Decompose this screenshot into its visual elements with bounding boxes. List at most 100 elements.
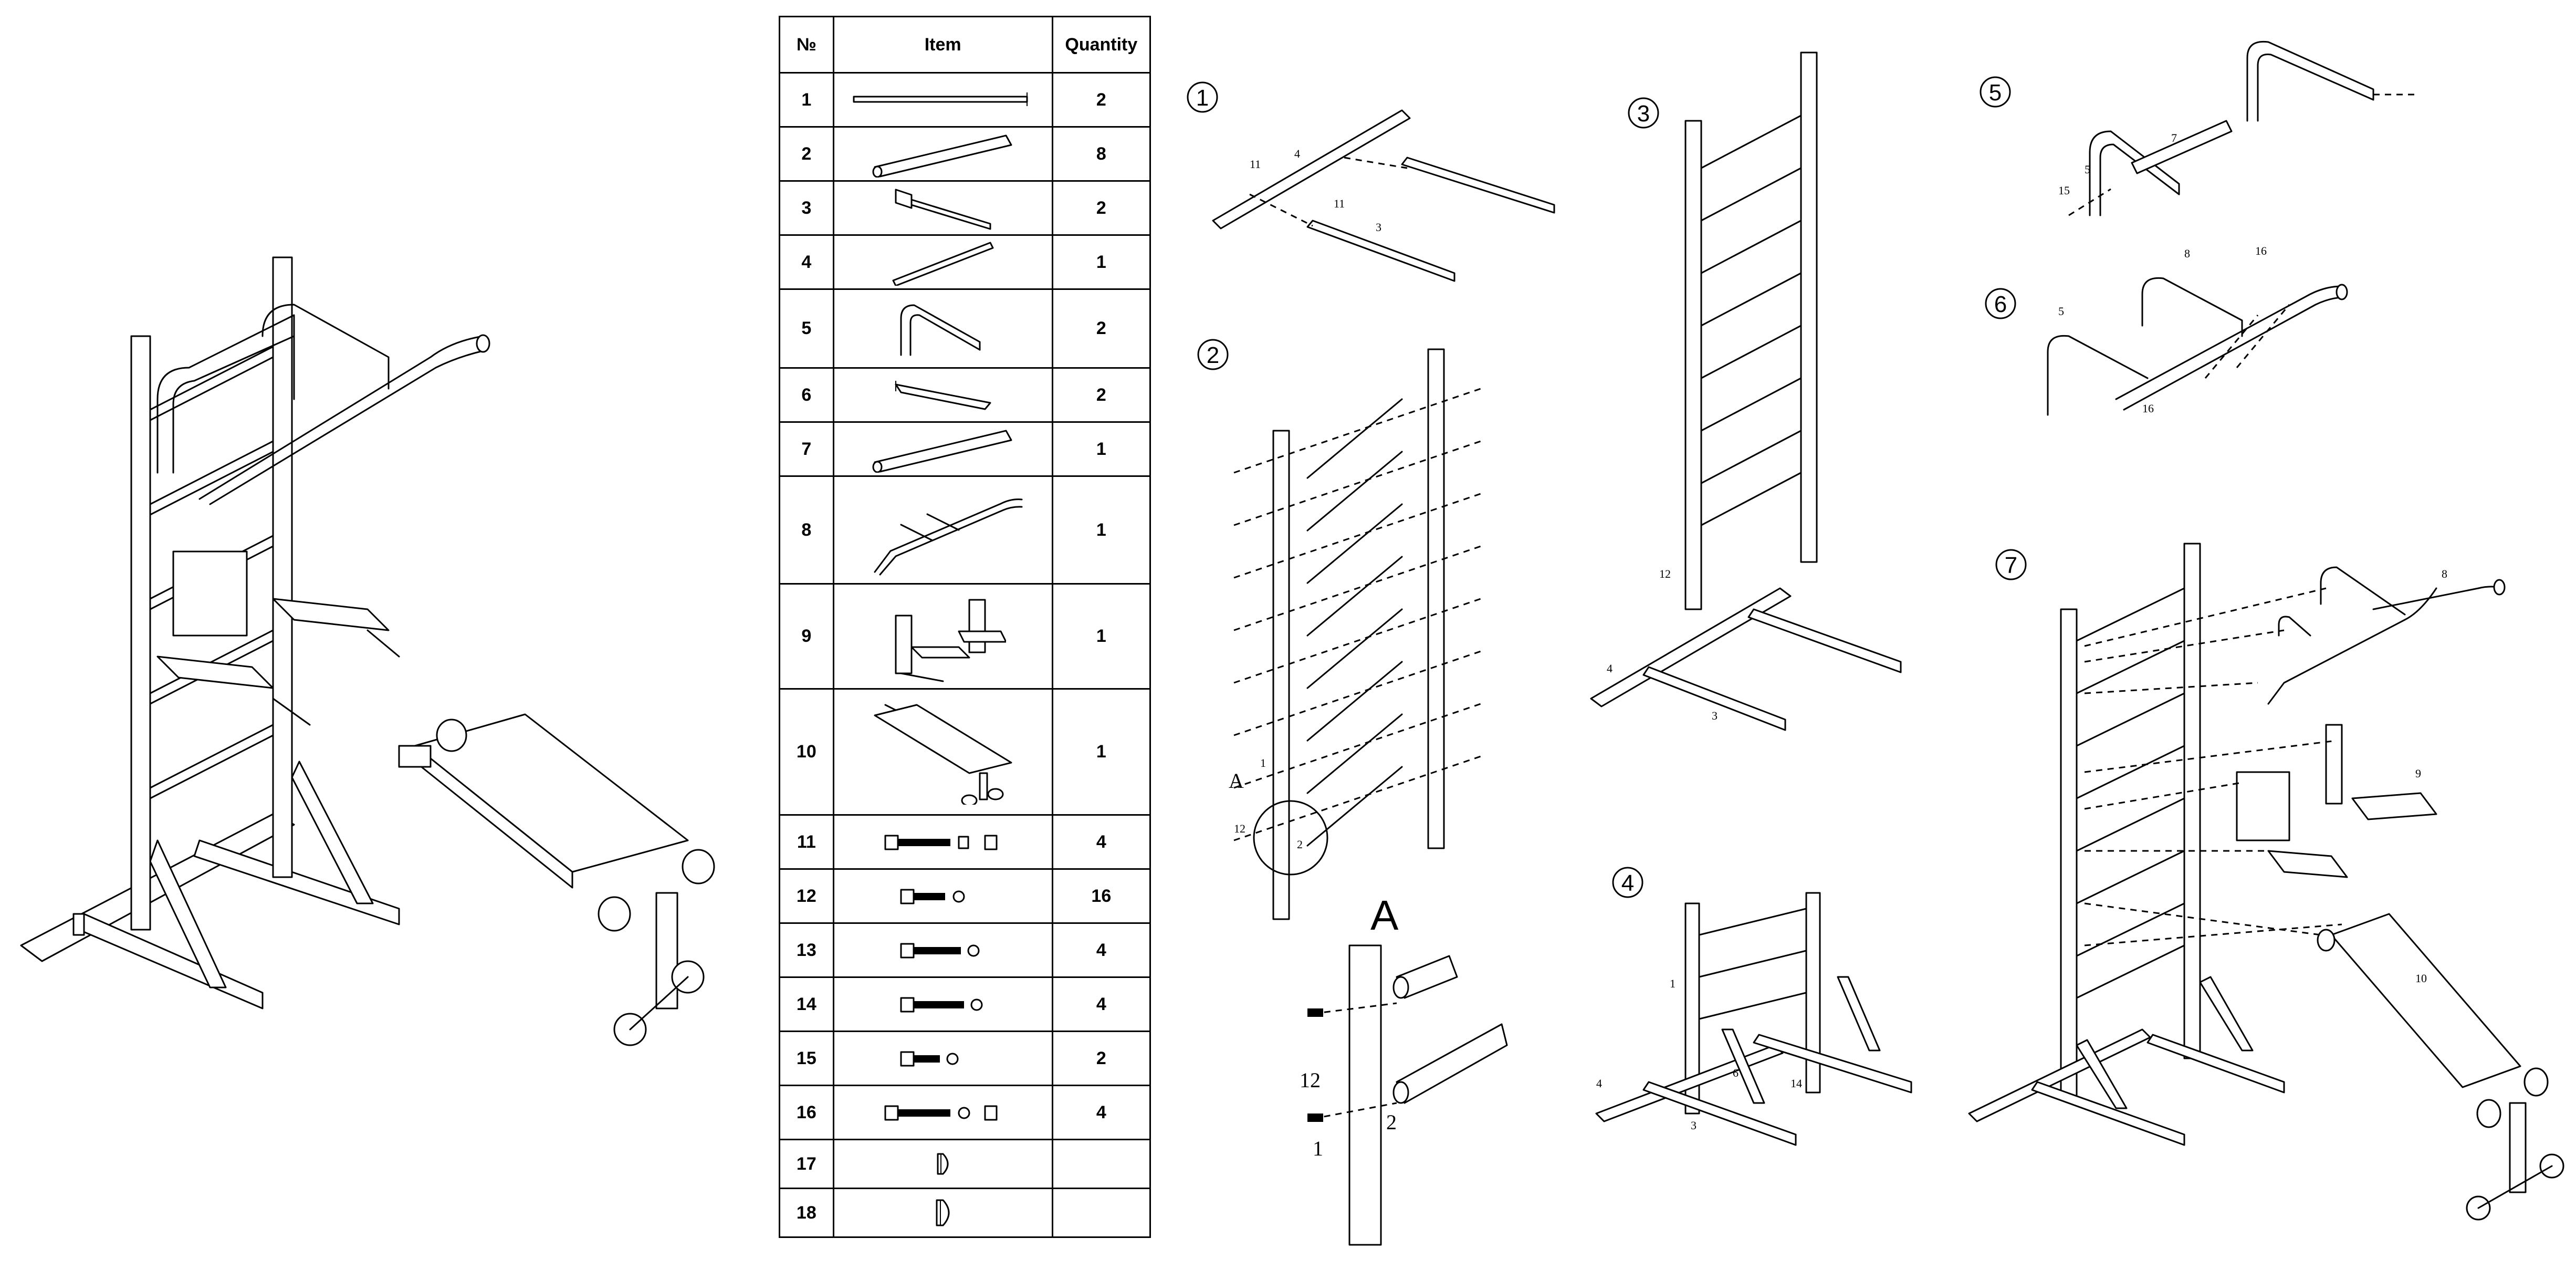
step-7: 7 8 9 10	[1968, 543, 2564, 1221]
callout-6: 6	[1733, 1066, 1739, 1079]
detail-a-label: A	[1370, 892, 1399, 939]
part-quantity: 1	[1051, 421, 1151, 477]
bent-handle-icon	[900, 304, 981, 356]
callout-12: 12	[1234, 822, 1245, 835]
step-1: 1 11 4 11 3	[1187, 81, 1555, 282]
step-5-label: 5	[1989, 80, 2002, 106]
part-number: 18	[779, 1188, 834, 1238]
part-quantity: 8	[1051, 126, 1151, 182]
part-quantity: 2	[1051, 1031, 1151, 1086]
callout-12: 12	[1300, 1068, 1321, 1092]
part-number: 15	[779, 1031, 834, 1086]
table-row: 12 16	[779, 868, 1151, 924]
part-number: 12	[779, 868, 834, 924]
table-row: 10 1	[779, 688, 1151, 816]
table-row: 8 1	[779, 475, 1151, 585]
bolt-washer-icon	[900, 997, 983, 1013]
callout-16: 16	[2142, 402, 2154, 415]
callout-2: 2	[1297, 838, 1303, 851]
assembled-overview-drawing	[20, 256, 715, 1046]
bracket-bar-icon	[895, 189, 991, 230]
step-2-label: 2	[1207, 342, 1219, 368]
step-2-marker	[1197, 339, 1229, 370]
step-4-label: 4	[1621, 870, 1634, 896]
callout-1: 1	[1313, 1137, 1323, 1160]
parts-list-table: № Item Quantity 1 2 2 8 3 2 4 1 5 2	[779, 16, 1151, 1238]
bolt-washer-icon	[900, 1051, 959, 1067]
callout-15: 15	[2058, 184, 2070, 197]
step-4-marker	[1612, 867, 1643, 898]
part-quantity: 16	[1051, 868, 1151, 924]
bolt-nut-set-icon	[884, 835, 998, 850]
step-3: 3 12 4 3	[1590, 51, 1902, 731]
part-number: 6	[779, 367, 834, 423]
table-row: 1 2	[779, 72, 1151, 128]
part-number: 3	[779, 180, 834, 236]
assembly-steps-drawing: 1 11 4 11 3 2 A 1 12 2	[1187, 40, 2564, 1246]
end-cap-icon	[937, 1153, 949, 1175]
table-row: 11 4	[779, 814, 1151, 870]
callout-3: 3	[1712, 709, 1718, 722]
part-number: 8	[779, 475, 834, 585]
dip-station-icon	[895, 599, 1006, 682]
table-row: 13 4	[779, 922, 1151, 978]
part-number: 2	[779, 126, 834, 182]
table-row: 3 2	[779, 180, 1151, 236]
part-number: 1	[779, 72, 834, 128]
part-quantity: 1	[1051, 688, 1151, 816]
callout-10: 10	[2415, 972, 2427, 985]
callout-4: 4	[1596, 1077, 1602, 1090]
step-7-label: 7	[2005, 553, 2017, 578]
support-brace-icon	[895, 381, 991, 410]
end-cap-icon	[936, 1199, 950, 1226]
step-1-marker	[1187, 81, 1218, 113]
table-row: 7 1	[779, 421, 1151, 477]
callout-4: 4	[1294, 147, 1300, 160]
bench-icon	[874, 704, 1012, 805]
table-row: 2 8	[779, 126, 1151, 182]
callout-16: 16	[2255, 244, 2267, 257]
table-row: 9 1	[779, 583, 1151, 690]
callout-8: 8	[2442, 567, 2447, 580]
part-quantity: 2	[1051, 180, 1151, 236]
base-bar-icon	[892, 242, 994, 286]
callout-1: 1	[1260, 756, 1266, 769]
callout-4: 4	[1607, 662, 1612, 675]
step-5-marker	[1980, 76, 2011, 108]
callout-5: 5	[2085, 163, 2090, 176]
part-quantity: 2	[1051, 367, 1151, 423]
callout-8: 8	[2184, 247, 2190, 260]
step-1-label: 1	[1196, 85, 1209, 111]
callout-12: 12	[1659, 567, 1671, 580]
part-quantity	[1051, 1139, 1151, 1189]
table-row: 18	[779, 1188, 1151, 1238]
callout-11: 11	[1334, 197, 1345, 210]
callout-9: 9	[2415, 767, 2421, 780]
short-tube-icon	[872, 430, 1012, 473]
table-row: 5 2	[779, 288, 1151, 369]
step-3-label: 3	[1637, 101, 1650, 127]
callout-7: 7	[2171, 131, 2177, 144]
part-quantity	[1051, 1188, 1151, 1238]
callout-3: 3	[1691, 1119, 1697, 1132]
bolt-nut-set-icon	[884, 1105, 998, 1121]
part-quantity: 1	[1051, 583, 1151, 690]
header-item: Item	[832, 16, 1053, 74]
pull-up-bar-icon	[874, 498, 1023, 576]
part-quantity: 4	[1051, 976, 1151, 1032]
step-3-marker	[1628, 97, 1659, 129]
detail-a: A 12 2 1	[1300, 892, 1508, 1246]
bolt-washer-icon	[900, 943, 980, 959]
part-number: 10	[779, 688, 834, 816]
bolt-washer-icon	[900, 889, 965, 904]
step-6-label: 6	[1994, 292, 2007, 317]
step-6-marker	[1985, 288, 2016, 319]
table-row: 6 2	[779, 367, 1151, 423]
part-number: 11	[779, 814, 834, 870]
part-quantity: 2	[1051, 288, 1151, 369]
table-row: 14 4	[779, 976, 1151, 1032]
detail-circle	[1253, 800, 1328, 876]
step-6: 6 5 8 16 16	[1985, 244, 2348, 416]
step-7-marker	[1995, 549, 2027, 580]
part-quantity: 4	[1051, 1085, 1151, 1140]
